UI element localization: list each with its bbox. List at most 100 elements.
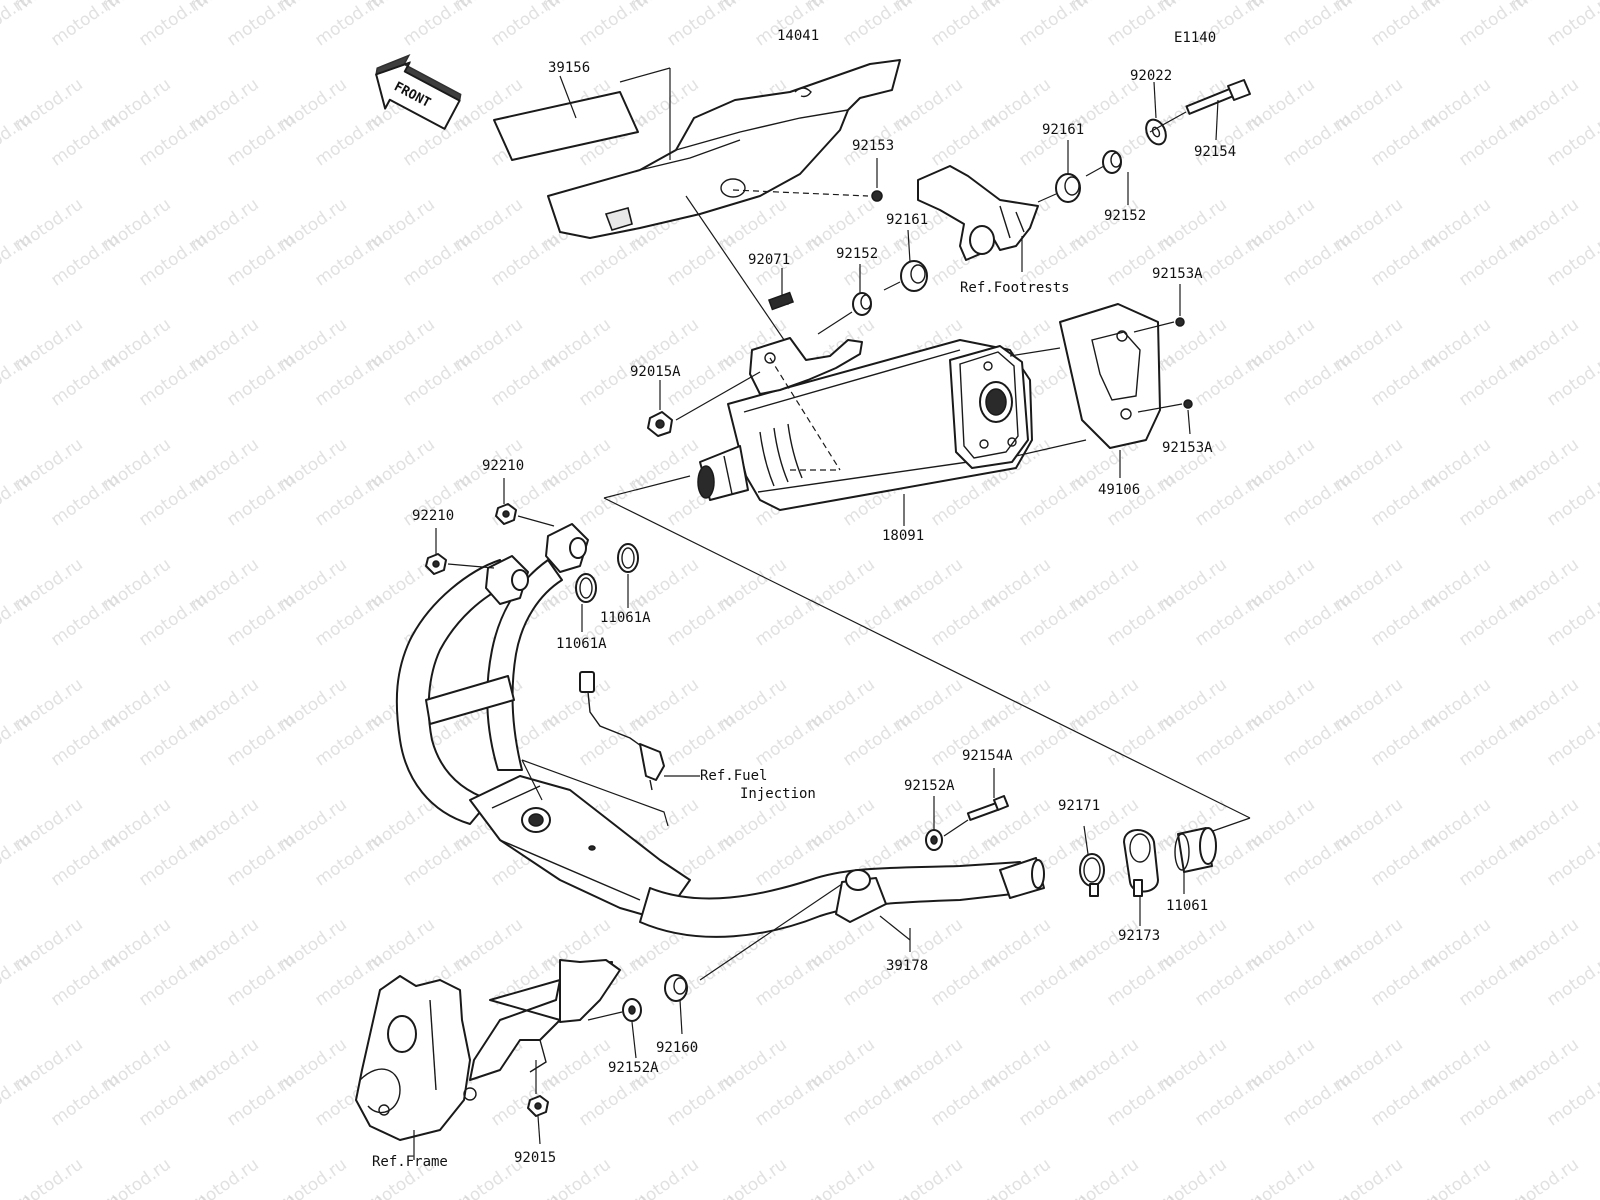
frame-bracket bbox=[355, 959, 621, 1160]
watermark-text: motod.ru bbox=[223, 589, 298, 650]
watermark-text: motod.ru bbox=[1103, 709, 1178, 770]
bolt-92154 bbox=[1185, 79, 1251, 141]
watermark-text: motod.ru bbox=[1279, 829, 1354, 890]
watermark-text: motod.ru bbox=[751, 949, 826, 1010]
watermark-text: motod.ru bbox=[839, 709, 914, 770]
watermark-text: motod.ru bbox=[751, 709, 826, 770]
watermark-text: motod.ru bbox=[47, 349, 122, 410]
watermark-text: motod.ru bbox=[1455, 1069, 1530, 1130]
watermark-text: motod.ru bbox=[839, 0, 914, 50]
label-92015A: 92015A bbox=[630, 364, 681, 380]
watermark-text: motod.ru bbox=[223, 949, 298, 1010]
watermark-text: motod.ru bbox=[223, 229, 298, 290]
nut-92153 bbox=[871, 158, 883, 202]
muffler-guard-49106 bbox=[1059, 303, 1161, 478]
label-92022: 92022 bbox=[1130, 68, 1172, 84]
watermark-text: motod.ru bbox=[1015, 949, 1090, 1010]
label-92152A-bottom: 92152A bbox=[608, 1060, 659, 1076]
watermark-text: motod.ru bbox=[1543, 949, 1600, 1010]
label-92154: 92154 bbox=[1194, 144, 1236, 160]
watermark-text: motod.ru bbox=[47, 829, 122, 890]
watermark-text: motod.ru bbox=[223, 0, 298, 50]
watermark-text: motod.ru bbox=[839, 1069, 914, 1130]
watermark-text: motod.ru bbox=[1191, 109, 1266, 170]
nut-92015 bbox=[527, 1095, 549, 1145]
watermark-text: motod.ru bbox=[1455, 0, 1530, 50]
watermark-text: motod.ru bbox=[311, 0, 386, 50]
watermark-text: motod.ru bbox=[223, 349, 298, 410]
label-ref-fuel-injection: Injection bbox=[740, 786, 816, 802]
watermark-text: motod.ru bbox=[47, 949, 122, 1010]
watermark-text: motod.ru bbox=[47, 0, 122, 50]
label-92210-lower: 92210 bbox=[412, 508, 454, 524]
label-92154A: 92154A bbox=[962, 748, 1013, 764]
watermark-text: motod.ru bbox=[1455, 949, 1530, 1010]
muffler-18091 bbox=[697, 337, 1033, 526]
collar-92152A-bottom bbox=[622, 998, 642, 1059]
label-92153: 92153 bbox=[852, 138, 894, 154]
watermark-text: motod.ru bbox=[1595, 1155, 1600, 1200]
watermark-text: motod.ru bbox=[1279, 349, 1354, 410]
watermark-text: motod.ru bbox=[1455, 349, 1530, 410]
watermark-text: motod.ru bbox=[1455, 709, 1530, 770]
watermark-text: motod.ru bbox=[1455, 229, 1530, 290]
watermark-text: motod.ru bbox=[1015, 709, 1090, 770]
watermark-text: motod.ru bbox=[1543, 1069, 1600, 1130]
watermark-text: motod.ru bbox=[1015, 1189, 1090, 1200]
watermark-text: motod.ru bbox=[1543, 469, 1600, 530]
watermark-text: motod.ru bbox=[927, 109, 1002, 170]
watermark-text: motod.ru bbox=[927, 1069, 1002, 1130]
watermark-text: motod.ru bbox=[1367, 229, 1442, 290]
watermark-text: motod.ru bbox=[1367, 109, 1442, 170]
watermark-text: motod.ru bbox=[1191, 469, 1266, 530]
watermark-text: motod.ru bbox=[839, 1189, 914, 1200]
watermark-text: motod.ru bbox=[1367, 829, 1442, 890]
watermark-text: motod.ru bbox=[927, 1189, 1002, 1200]
watermark-text: motod.ru bbox=[311, 829, 386, 890]
collar-92152-upper bbox=[1102, 150, 1129, 205]
watermark-text: motod.ru bbox=[311, 1189, 386, 1200]
oxygen-sensor bbox=[521, 671, 700, 827]
watermark-text: motod.ru bbox=[1279, 1189, 1354, 1200]
label-92161-lower: 92161 bbox=[886, 212, 928, 228]
label-ref-frame: Ref.Frame bbox=[372, 1154, 448, 1170]
watermark-text: motod.ru bbox=[751, 1189, 826, 1200]
gasket-11061 bbox=[1174, 827, 1217, 894]
bolt-92153A-bottom bbox=[1183, 399, 1193, 435]
label-92152-lower: 92152 bbox=[836, 246, 878, 262]
watermark-text: motod.ru bbox=[47, 589, 122, 650]
watermark-text: motod.ru bbox=[575, 229, 650, 290]
watermark-text: motod.ru bbox=[1191, 949, 1266, 1010]
watermark-text: motod.ru bbox=[399, 829, 474, 890]
watermark-text: motod.ru bbox=[135, 109, 210, 170]
watermark-text: motod.ru bbox=[311, 469, 386, 530]
watermark-text: motod.ru bbox=[0, 0, 35, 50]
watermark-text: motod.ru bbox=[399, 1189, 474, 1200]
watermark-text: motod.ru bbox=[1543, 349, 1600, 410]
watermark-text: motod.ru bbox=[1015, 1069, 1090, 1130]
watermark-text: motod.ru bbox=[1279, 1069, 1354, 1130]
watermark-text: motod.ru bbox=[223, 109, 298, 170]
watermark-text: motod.ru bbox=[135, 0, 210, 50]
watermark-text: motod.ru bbox=[135, 949, 210, 1010]
watermark-text: motod.ru bbox=[223, 829, 298, 890]
watermark-text: motod.ru bbox=[575, 469, 650, 530]
watermark-text: motod.ru bbox=[487, 0, 562, 50]
clamp-92171 bbox=[1079, 825, 1105, 897]
watermark-text: motod.ru bbox=[1367, 949, 1442, 1010]
watermark-text: motod.ru bbox=[1015, 0, 1090, 50]
watermark-text: motod.ru bbox=[0, 589, 35, 650]
watermark-text: motod.ru bbox=[751, 589, 826, 650]
watermark-text: motod.ru bbox=[1367, 0, 1442, 50]
watermark-text: motod.ru bbox=[663, 1069, 738, 1130]
watermark-text: motod.ru bbox=[399, 229, 474, 290]
watermark-text: motod.ru bbox=[487, 349, 562, 410]
watermark-text: motod.ru bbox=[1455, 1189, 1530, 1200]
watermark-text: motod.ru bbox=[223, 1189, 298, 1200]
watermark-text: motod.ru bbox=[1543, 0, 1600, 50]
label-92210-upper: 92210 bbox=[482, 458, 524, 474]
watermark-text: motod.ru bbox=[663, 709, 738, 770]
watermark-text: motod.ru bbox=[575, 1069, 650, 1130]
